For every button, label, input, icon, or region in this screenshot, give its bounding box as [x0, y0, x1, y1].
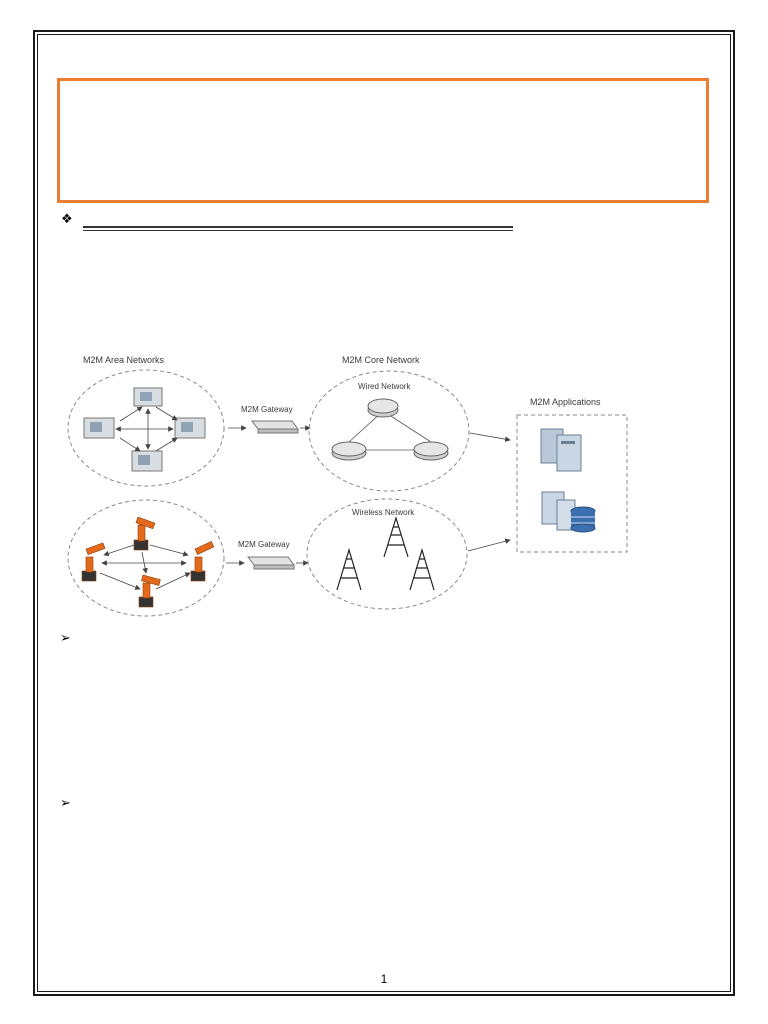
robot-arm-icon — [190, 540, 215, 582]
machine-icon — [133, 387, 163, 407]
m2m-architecture-diagram: M2M Area Networks M2M Core Network M2M A… — [67, 355, 628, 617]
robot-arm-icon — [138, 574, 161, 608]
title-box — [57, 78, 709, 203]
core-network-label: M2M Core Network — [342, 355, 420, 365]
area-network-top — [67, 369, 225, 487]
wireless-network-area — [306, 498, 468, 610]
server-icon — [540, 428, 582, 472]
applications-box — [516, 414, 628, 553]
gateway-bottom-label: M2M Gateway — [238, 540, 290, 549]
wireless-network-label: Wireless Network — [352, 508, 415, 517]
arrow-wired-to-apps — [469, 432, 511, 442]
page-border-inner — [37, 34, 731, 992]
area-bottom-links — [99, 544, 191, 590]
page-border-outer — [33, 30, 735, 996]
machine-icon — [131, 450, 163, 472]
robot-arm-icon — [81, 542, 106, 582]
diamond-bullet-icon: ❖ — [61, 212, 73, 227]
machine-icon — [83, 417, 115, 439]
router-icon — [367, 398, 399, 418]
apps-label: M2M Applications — [530, 397, 601, 407]
arrow-bullet-icon: ➢ — [60, 631, 71, 646]
wired-network-area — [308, 370, 470, 492]
wired-network-label: Wired Network — [358, 382, 411, 391]
heading-underline — [83, 226, 513, 231]
tower-icon — [409, 547, 435, 591]
machine-icon — [174, 417, 206, 439]
arrow-wireless-to-apps — [467, 538, 511, 552]
tower-icon — [336, 547, 362, 591]
robot-arm-icon — [133, 516, 156, 551]
arrow-bullet-icon: ➢ — [60, 796, 71, 811]
gateway-bottom-icon — [247, 556, 295, 570]
gateway-top-icon — [251, 420, 299, 434]
database-server-icon — [541, 491, 596, 533]
area-top-links — [115, 406, 178, 452]
area-networks-label: M2M Area Networks — [83, 355, 165, 365]
router-icon — [331, 441, 367, 461]
router-icon — [413, 441, 449, 461]
page-number: 1 — [380, 972, 388, 986]
tower-icon — [383, 515, 409, 558]
gateway-top-label: M2M Gateway — [241, 405, 293, 414]
area-network-bottom — [67, 499, 225, 617]
